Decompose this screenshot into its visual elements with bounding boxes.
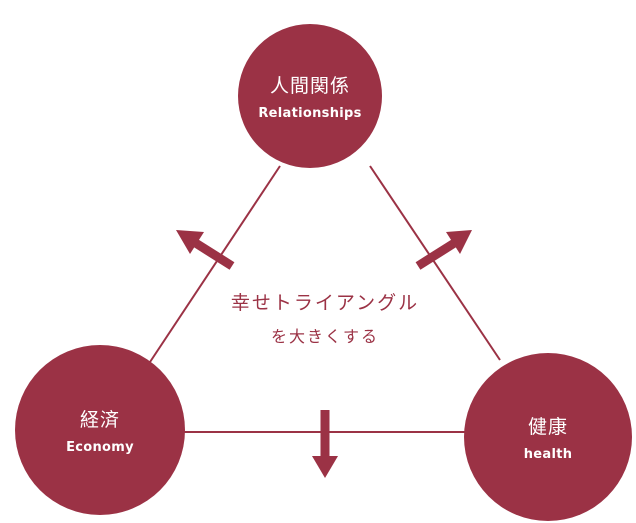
arrow-up-right-icon — [415, 230, 472, 270]
edge-left — [149, 165, 281, 363]
center-subtitle: を大きくする — [270, 327, 379, 346]
arrow-down-icon — [312, 410, 338, 478]
arrow-up-left-icon — [176, 230, 235, 270]
node-economy: 経済 Economy — [15, 345, 185, 515]
node-label-en: health — [523, 447, 573, 462]
node-label-en: Economy — [66, 440, 134, 455]
node-health: 健康 health — [464, 353, 632, 521]
node-relationships: 人間関係 Relationships — [238, 24, 382, 168]
node-label-jp: 人間関係 — [269, 75, 350, 97]
node-label-jp: 健康 — [527, 416, 568, 438]
edge-right — [369, 165, 501, 361]
center-title: 幸せトライアングル — [230, 292, 420, 314]
node-label-en: Relationships — [258, 106, 362, 121]
node-label-jp: 経済 — [79, 409, 120, 431]
center-caption: 幸せトライアングル を大きくする — [200, 288, 450, 347]
